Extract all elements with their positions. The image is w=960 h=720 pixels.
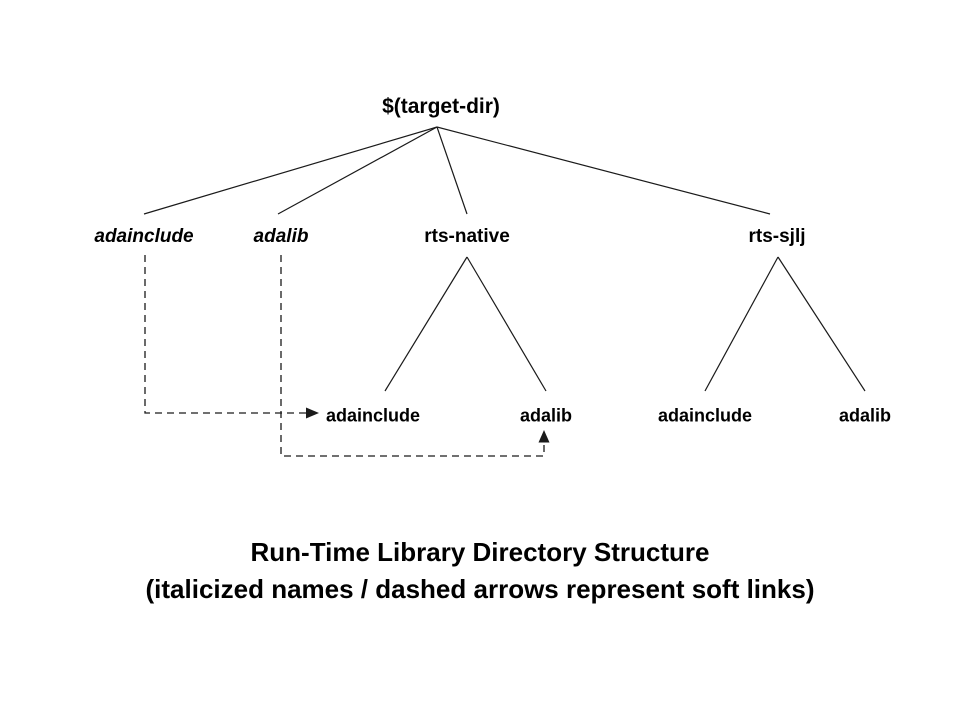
edge-root-to-adalib-link	[277, 126, 438, 215]
node-rts-sjlj-adalib: adalib	[838, 405, 892, 426]
caption-title: Run-Time Library Directory Structure	[250, 537, 710, 567]
node-rts-native-adalib: adalib	[519, 405, 573, 426]
softlink-path-adainclude	[144, 255, 307, 414]
edge-root-to-rts-native	[436, 126, 468, 215]
node-adalib-softlink: adalib	[253, 226, 309, 247]
node-rts-native: rts-native	[424, 226, 510, 247]
soft-link-arrows	[144, 255, 550, 457]
node-adainclude-softlink: adainclude	[94, 226, 194, 247]
edge-root-to-rts-sjlj	[436, 126, 771, 215]
node-target-dir: $(target-dir)	[382, 95, 500, 118]
softlink-arrowhead-up-icon	[538, 430, 550, 443]
tree-edges	[143, 126, 866, 392]
node-rts-sjlj-adainclude: adainclude	[657, 405, 753, 426]
edge-rts-native-to-adainclude	[384, 256, 468, 392]
softlink-arrowhead-right-icon	[306, 407, 319, 419]
caption-subtitle: (italicized names / dashed arrows repres…	[145, 574, 815, 604]
edge-rts-sjlj-to-adalib	[777, 256, 866, 392]
node-rts-native-adainclude: adainclude	[325, 405, 421, 426]
edge-rts-native-to-adalib	[466, 256, 547, 392]
edge-rts-sjlj-to-adainclude	[704, 256, 779, 392]
node-rts-sjlj: rts-sjlj	[748, 226, 806, 247]
edge-root-to-adainclude-link	[143, 126, 438, 215]
caption: Run-Time Library Directory Structure (it…	[0, 534, 960, 608]
softlink-path-adalib	[280, 255, 545, 457]
